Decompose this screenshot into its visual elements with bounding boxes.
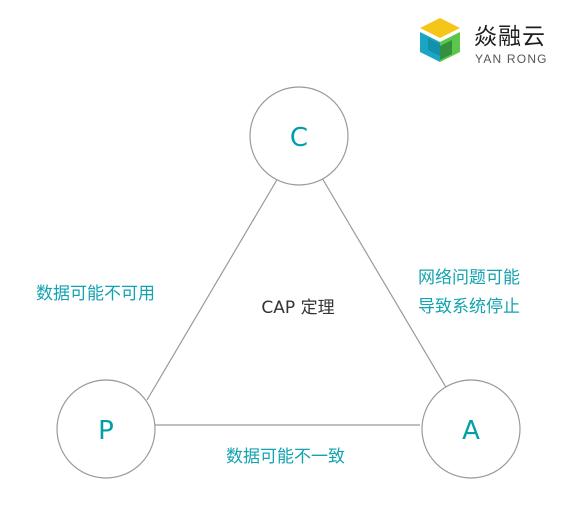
node-a: A — [421, 379, 521, 479]
node-c-label: C — [290, 123, 308, 153]
center-title: CAP 定理 — [261, 298, 334, 318]
edge-label-cp: 数据可能不可用 — [36, 284, 155, 304]
logo-cube-icon — [420, 18, 460, 62]
edge-c-a — [321, 177, 448, 390]
brand-name-en: YAN RONG — [475, 52, 548, 66]
edge-label-pa: 数据可能不一致 — [226, 447, 345, 467]
node-c: C — [249, 86, 349, 186]
node-p-label: P — [98, 416, 114, 446]
edge-c-p — [146, 177, 279, 401]
node-a-label: A — [462, 416, 480, 446]
edge-label-ca-line2: 导致系统停止 — [418, 297, 520, 317]
node-p: P — [56, 379, 156, 479]
brand-logo: 焱融云 YAN RONG — [420, 18, 548, 66]
edge-label-ca-line1: 网络问题可能 — [418, 268, 520, 288]
brand-name-cn: 焱融云 — [474, 24, 546, 50]
